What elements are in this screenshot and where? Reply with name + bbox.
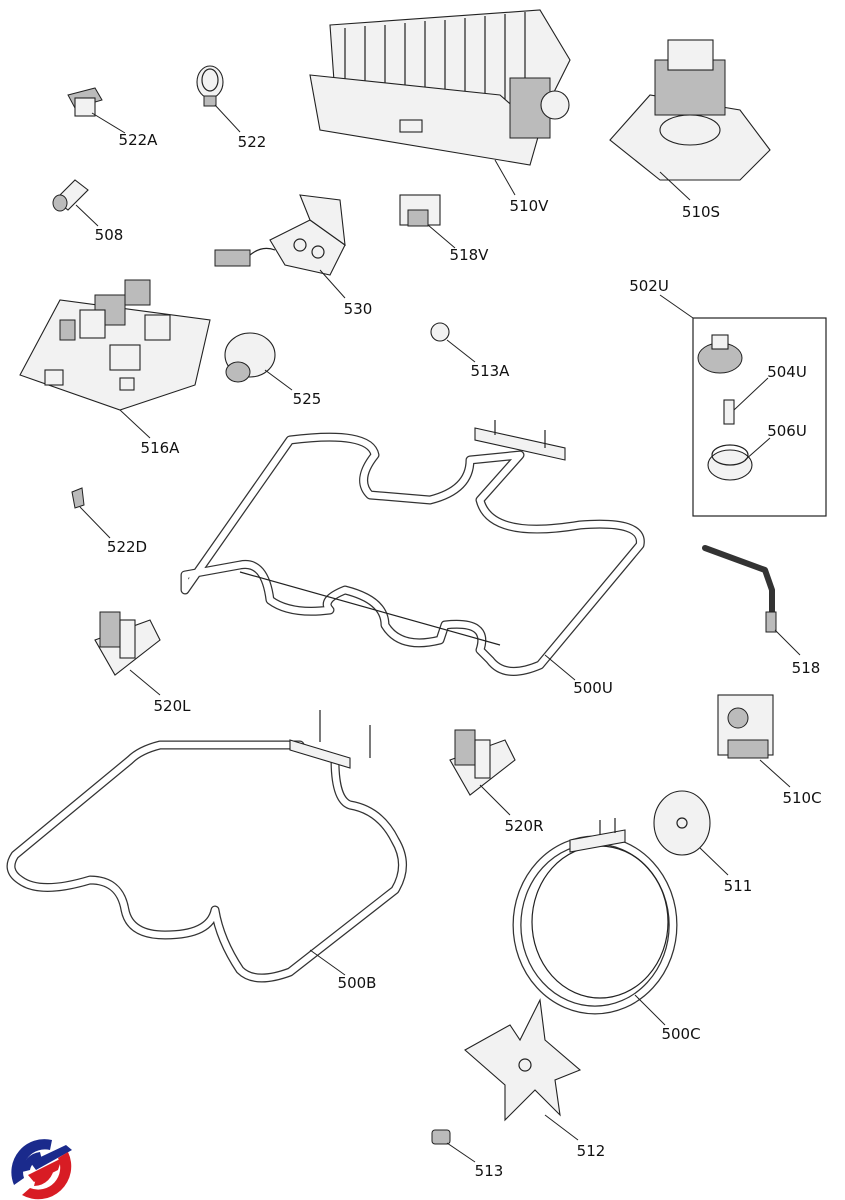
part-508-switch bbox=[52, 179, 99, 227]
label-511: 511 bbox=[724, 877, 753, 895]
label-512: 512 bbox=[577, 1142, 606, 1160]
part-506U-lamp-cover bbox=[707, 437, 771, 481]
brand-logo bbox=[11, 1139, 72, 1200]
label-525: 525 bbox=[293, 390, 322, 408]
part-500C-circular-element bbox=[512, 818, 678, 1026]
part-530-terminal-block bbox=[214, 194, 346, 299]
part-520R-door-hinge bbox=[449, 729, 516, 816]
part-500U-grill-element bbox=[180, 420, 645, 681]
part-513A-knob bbox=[430, 322, 476, 363]
part-522A-clip bbox=[67, 87, 126, 134]
label-504U: 504U bbox=[767, 363, 807, 381]
part-502U-lamp-assembly bbox=[659, 294, 827, 517]
part-525-capacitor bbox=[224, 332, 293, 391]
label-500U: 500U bbox=[573, 679, 613, 697]
part-512-fan-blade bbox=[464, 998, 582, 1141]
part-518V-thermostat bbox=[399, 194, 456, 249]
part-510S-motor-housing bbox=[609, 39, 771, 201]
label-520L: 520L bbox=[154, 697, 192, 715]
part-518-temperature-sensor bbox=[702, 545, 801, 656]
label-500C: 500C bbox=[661, 1025, 700, 1043]
label-506U: 506U bbox=[767, 422, 807, 440]
part-522-clamp bbox=[196, 65, 241, 133]
label-513: 513 bbox=[475, 1162, 504, 1180]
label-522D: 522D bbox=[107, 538, 147, 556]
label-500B: 500B bbox=[338, 974, 377, 992]
label-518: 518 bbox=[792, 659, 821, 677]
part-516A-control-board bbox=[19, 279, 211, 439]
label-508: 508 bbox=[95, 226, 124, 244]
part-500B-bottom-element bbox=[6, 710, 407, 983]
label-520R: 520R bbox=[504, 817, 543, 835]
label-502U: 502U bbox=[629, 277, 669, 295]
label-522A: 522A bbox=[119, 131, 159, 149]
label-516A: 516A bbox=[141, 439, 181, 457]
label-518V: 518V bbox=[450, 246, 490, 264]
part-520L-door-hinge bbox=[94, 611, 161, 696]
label-522: 522 bbox=[238, 133, 267, 151]
label-510S: 510S bbox=[682, 203, 720, 221]
part-504U-lamp-holder bbox=[697, 334, 769, 425]
label-530: 530 bbox=[344, 300, 373, 318]
part-510V-tangential-fan bbox=[309, 9, 571, 196]
label-510V: 510V bbox=[510, 197, 550, 215]
part-513-nut bbox=[431, 1129, 476, 1163]
part-511-disc bbox=[653, 790, 729, 876]
part-510C-fan-motor bbox=[717, 694, 791, 788]
label-510C: 510C bbox=[782, 789, 821, 807]
label-513A: 513A bbox=[471, 362, 511, 380]
part-522D-clip bbox=[71, 487, 111, 539]
